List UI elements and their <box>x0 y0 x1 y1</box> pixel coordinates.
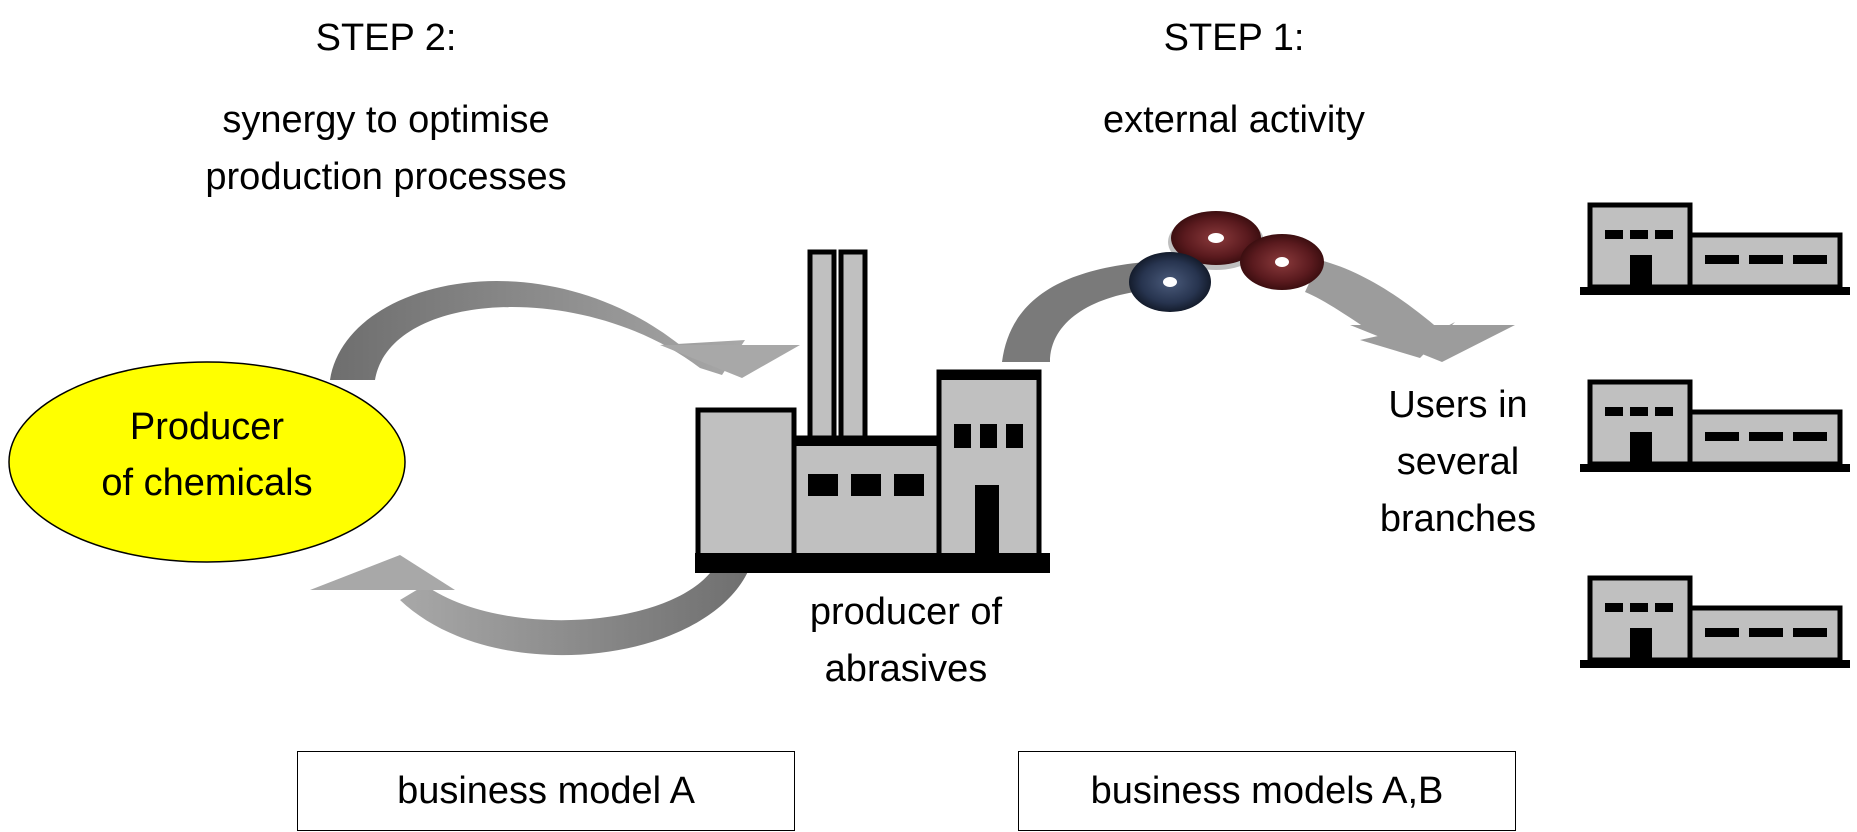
abrasives-label-line2: abrasives <box>824 648 988 690</box>
step1-label: STEP 1: <box>1163 17 1305 59</box>
step2-desc-line1: synergy to optimise <box>222 99 550 141</box>
chemicals-label-line2: of chemicals <box>101 462 313 504</box>
users-label-line1: Users in <box>1388 384 1528 426</box>
building-icon <box>1580 379 1850 472</box>
business-model-a-box: business model A <box>297 751 795 831</box>
users-label-line3: branches <box>1379 498 1537 540</box>
chemicals-ellipse <box>8 361 406 563</box>
factory-icon <box>695 249 1050 573</box>
abrasive-disc-icon <box>1129 211 1324 312</box>
business-models-ab-box: business models A,B <box>1018 751 1516 831</box>
step1-desc: external activity <box>1103 99 1365 141</box>
chemicals-label-line1: Producer <box>129 406 285 448</box>
curved-arrow-icon <box>330 280 800 380</box>
users-label-line2: several <box>1396 441 1520 483</box>
abrasives-label-line1: producer of <box>809 591 1003 633</box>
curved-arrow-icon <box>1002 260 1515 362</box>
curved-arrow-icon <box>310 550 755 656</box>
building-icon <box>1580 202 1850 295</box>
step2-label: STEP 2: <box>315 17 457 59</box>
step2-desc-line2: production processes <box>205 156 567 198</box>
building-icon <box>1580 575 1850 668</box>
